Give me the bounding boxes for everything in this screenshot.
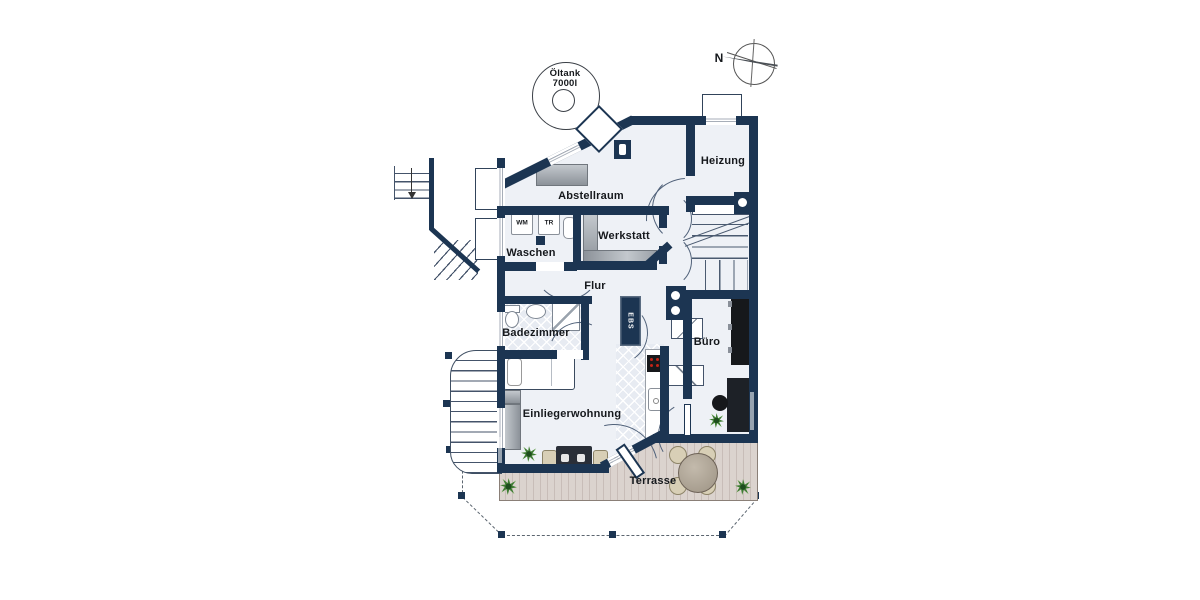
floor-drain: [536, 236, 545, 245]
place-setting: [577, 454, 585, 462]
light-well-upper: [475, 168, 497, 210]
cabinet-handle: [728, 324, 732, 330]
stove-burner: [650, 364, 653, 367]
nightstand: [503, 390, 521, 404]
oil-tank-label: Öltank 7000l: [550, 69, 581, 89]
wall-heizung-bottom: [686, 196, 750, 205]
chimney-block-left: [666, 286, 686, 320]
office-desk: [727, 378, 752, 432]
wall-hall-left-upper: [686, 116, 695, 176]
boundary-post: [609, 531, 616, 538]
buero-door-leaf: [684, 404, 691, 436]
watermark-text: [498, 437, 502, 463]
sink-drain: [653, 398, 659, 404]
chimney-flue: [671, 291, 680, 300]
light-well-lower: [475, 218, 497, 260]
room-label-heizung: Heizung: [700, 155, 746, 167]
wall-buero-left: [683, 299, 692, 399]
compass-north-label: N: [714, 51, 724, 65]
wall-bad-top: [497, 296, 592, 304]
room-label-flur: Flur: [584, 280, 606, 292]
boundary-post: [719, 531, 726, 538]
room-label-waschen: Waschen: [506, 247, 556, 259]
terrace-table: [678, 453, 718, 493]
heizung-window: [706, 116, 736, 125]
wall-left-lower: [497, 262, 505, 468]
staircase-winder: [692, 260, 748, 290]
oil-tank-inner-circle: [552, 89, 575, 112]
spiral-staircase: [450, 350, 502, 474]
window: [497, 312, 505, 346]
dryer-label: TR: [544, 219, 554, 227]
window: [497, 218, 505, 256]
boundary-post: [498, 531, 505, 538]
room-label-abstellraum: Abstellraum: [558, 190, 624, 202]
wall-hall-buero: [683, 290, 751, 299]
chimney-block-right: [734, 192, 751, 214]
exterior-stairs-diagonal: [434, 240, 478, 280]
stove-burner: [650, 358, 653, 361]
office-chair: [712, 395, 728, 411]
chimney-flue: [738, 198, 747, 207]
chimney-flue: [671, 306, 680, 315]
bad-door-opening: [557, 350, 583, 359]
cabinet-handle: [728, 301, 732, 307]
room-label-werkstatt: Werkstatt: [598, 230, 650, 242]
stair-post: [443, 400, 450, 407]
door-arc: [638, 192, 692, 246]
office-cabinet: [728, 293, 752, 365]
retaining-wall-vertical: [429, 158, 434, 230]
storage-shelf: [536, 164, 588, 186]
bed: [503, 354, 575, 390]
stair-post: [446, 446, 453, 453]
window: [497, 408, 505, 448]
wall-abstellraum-bottom: [497, 206, 669, 215]
wall-werkstatt-right-a: [659, 206, 667, 228]
boundary-dashed-diag-left: [462, 497, 503, 536]
wall-bad-right: [581, 296, 589, 360]
watermark-text: [750, 392, 754, 430]
wall-bottom-right: [653, 434, 758, 443]
boundary-dashed-diag-right: [724, 498, 758, 537]
meter-box: [614, 140, 631, 159]
washing-machine-label: WM: [516, 219, 528, 227]
place-setting: [561, 454, 569, 462]
oil-tank-label-line1: Öltank: [549, 68, 581, 79]
wall-waschen-werkstatt: [573, 206, 581, 262]
window: [497, 168, 505, 206]
boundary-post: [458, 492, 465, 499]
waschen-door-opening: [536, 262, 564, 271]
stairs-arrow-icon: [408, 192, 416, 199]
wall-kitchen-right: [660, 346, 669, 443]
stove-burner: [656, 364, 659, 367]
washing-machine: WM: [511, 213, 533, 235]
oil-tank-label-line2: 7000l: [552, 78, 578, 89]
meter-box-inner: [619, 144, 626, 155]
door-arc: [638, 234, 692, 288]
wall-werkstatt-bottom: [573, 261, 657, 270]
room-label-einliegerwohnung: Einliegerwohnung: [522, 408, 622, 420]
toilet-bowl: [505, 311, 519, 328]
closet-ebs: EBS: [620, 296, 641, 346]
dryer: TR: [538, 213, 560, 235]
wall-bad-bottom: [497, 350, 559, 359]
wall-bottom-left: [497, 464, 609, 473]
stairs-direction-line: [411, 168, 413, 192]
bathroom-sink: [526, 304, 546, 319]
room-label-buero: Büro: [693, 336, 721, 348]
closet-ebs-label: EBS: [626, 312, 634, 330]
shower: [552, 302, 580, 331]
stove-burner: [656, 358, 659, 361]
blanket-line: [551, 356, 552, 386]
wardrobe: [504, 404, 521, 450]
cabinet-handle: [728, 347, 732, 353]
pillow: [507, 358, 522, 386]
stair-post: [445, 352, 452, 359]
room-label-terrasse: Terrasse: [629, 475, 677, 487]
wall-right: [749, 116, 758, 443]
room-label-badezimmer: Badezimmer: [502, 327, 570, 339]
stove: [647, 355, 663, 372]
